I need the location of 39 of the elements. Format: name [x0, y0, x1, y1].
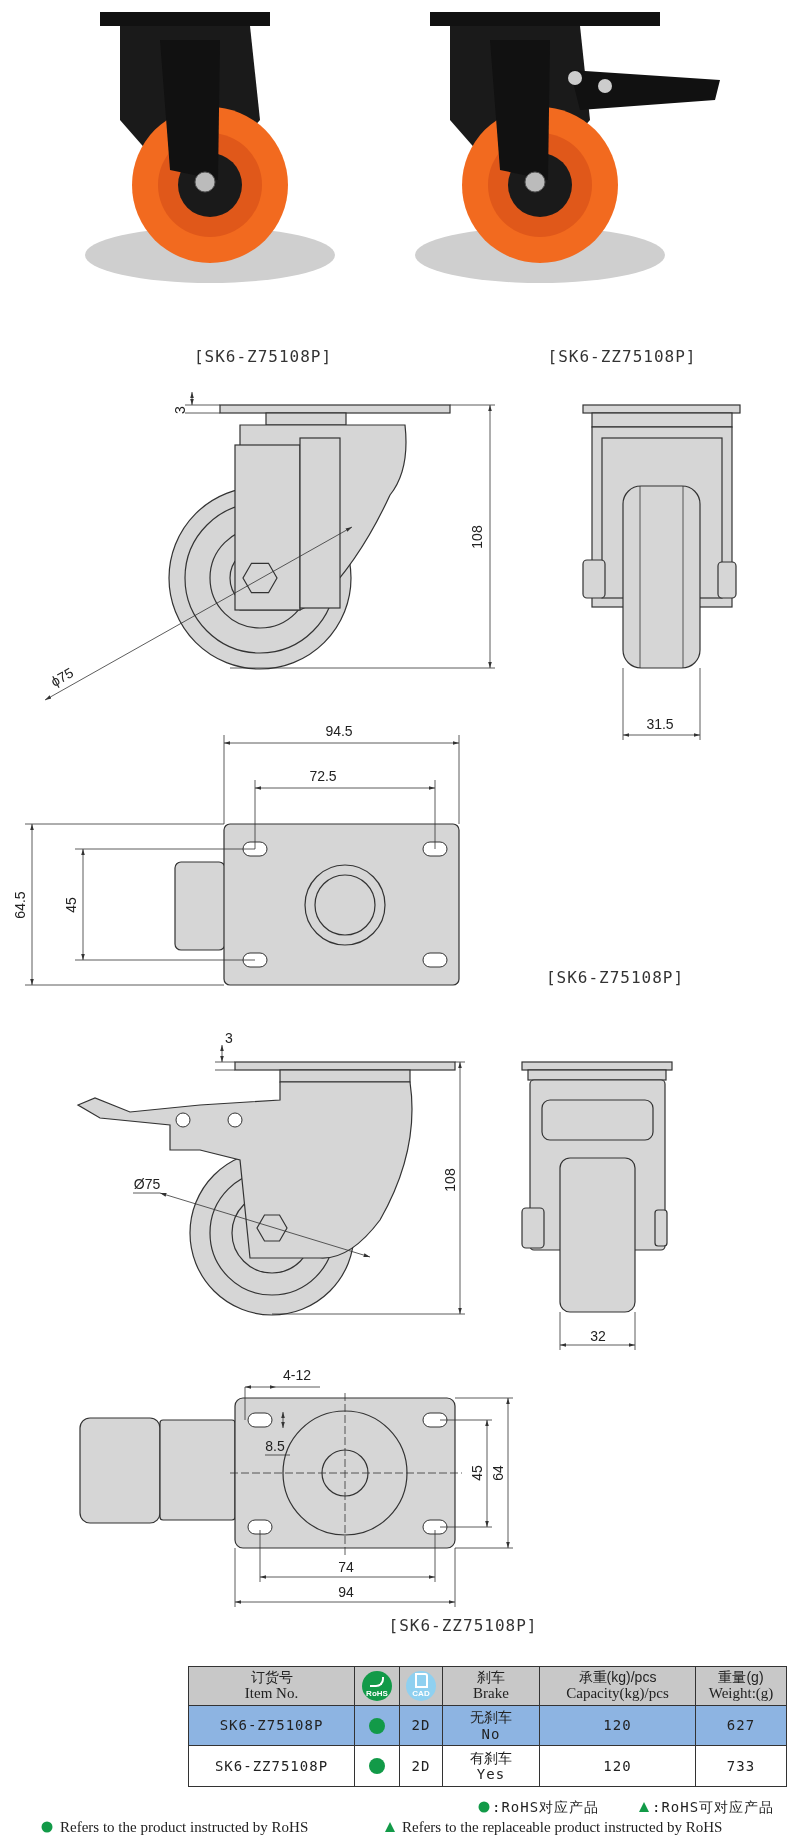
dimension-label: 72.5 [309, 769, 337, 783]
dimension-label: ϕ75 [48, 665, 76, 689]
dimension-label: 94.5 [325, 724, 353, 738]
dimension-label: 64.5 [13, 891, 27, 919]
cad-icon: CAD [406, 1671, 436, 1701]
header-cell: 订货号 Item No. [188, 1666, 355, 1706]
dimension-label: 94 [338, 1585, 354, 1599]
dimension-label: 64 [491, 1465, 505, 1481]
dimension-label: 31.5 [646, 717, 674, 731]
legend-text: :RoHS对应产品 [492, 1800, 600, 1814]
dimension-label: 32 [590, 1329, 606, 1343]
dimension-label: 4-12 [283, 1368, 311, 1382]
model-caption: [SK6-ZZ75108P] [388, 1618, 538, 1634]
model-caption: [SK6-Z75108P] [193, 349, 333, 365]
table-cell: SK6-ZZ75108P [188, 1745, 355, 1787]
dimension-label: 108 [443, 1168, 457, 1192]
header-cell: 重量(g) Weight:(g) [695, 1666, 787, 1706]
table-cell: 733 [695, 1745, 787, 1787]
table-cell: 627 [695, 1705, 787, 1746]
legend-text: Refers to the product instructed by RoHS [60, 1819, 309, 1835]
table-cell: SK6-Z75108P [188, 1705, 355, 1746]
dimension-label: 8.5 [265, 1439, 285, 1453]
dimension-label: 3 [173, 406, 187, 414]
header-cell: 刹车 Brake [442, 1666, 540, 1706]
model-caption: [SK6-Z75108P] [545, 970, 685, 986]
dimension-label: 45 [470, 1465, 484, 1481]
table-cell: 120 [539, 1705, 696, 1746]
table-cell: 无刹车 No [442, 1705, 540, 1746]
dimension-label: Ø75 [133, 1177, 161, 1191]
header-cell: 承重(kg)/pcs Capacity(kg)/pcs [539, 1666, 696, 1706]
dimension-label: 3 [225, 1031, 233, 1045]
dimension-label: 45 [64, 897, 78, 913]
dimension-label: 74 [338, 1560, 354, 1574]
legend-text: :RoHS可对应产品 [652, 1800, 775, 1814]
model-caption: [SK6-ZZ75108P] [547, 349, 697, 365]
table-cell: 2D [399, 1705, 443, 1746]
dimension-label: 108 [470, 525, 484, 549]
legend-text: Refers to the replaceable product instructed by RoHS [402, 1819, 723, 1835]
rohs-icon: RoHS [362, 1671, 392, 1701]
